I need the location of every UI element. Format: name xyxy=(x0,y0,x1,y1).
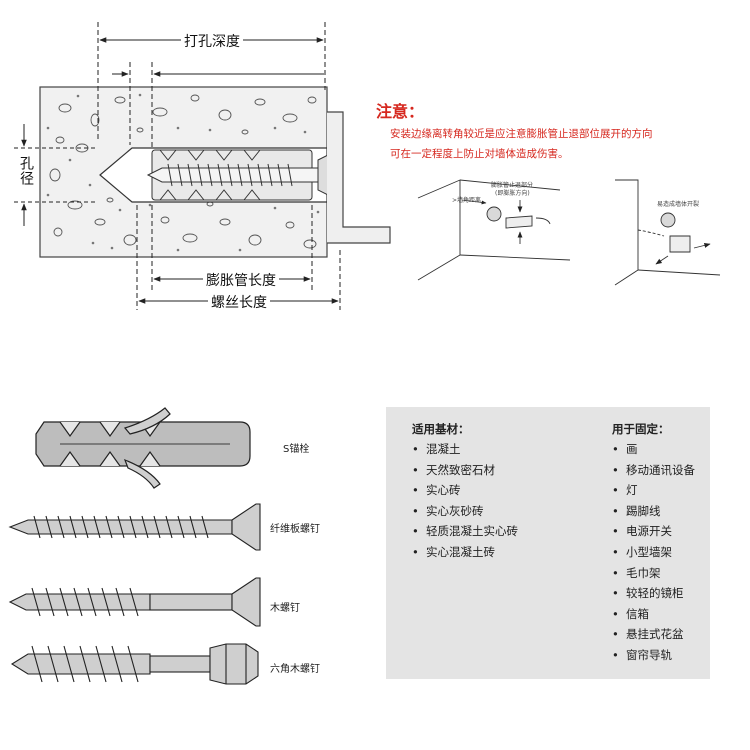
fixing-use-item: •信箱 xyxy=(612,606,649,621)
hex-wood-screw-icon xyxy=(10,643,259,685)
substrate-item: •实心混凝土砖 xyxy=(412,544,495,559)
sketch-label-crack: 易造成墙体开裂 xyxy=(657,201,700,208)
fixing-use-item: •毛巾架 xyxy=(612,565,661,580)
fixing-use-item: •移动通讯设备 xyxy=(612,462,695,477)
note-line-1: 安装边缘离转角较近是应注意膨胀管止退部位展开的方向 xyxy=(390,128,653,140)
substrates-title: 适用基材： xyxy=(412,422,470,436)
substrate-item: •混凝土 xyxy=(412,442,461,456)
fastener-label-s-anchor: S锚栓 xyxy=(283,444,310,455)
sketch-label-distance: >墙角距离 xyxy=(452,197,482,204)
fastener-label-wood-screw: 木螺钉 xyxy=(270,603,300,614)
fixing-use-item: •踢脚线 xyxy=(612,503,661,518)
note-title: 注意： xyxy=(376,102,425,121)
expansion-tube-length-label: 膨胀管长度 xyxy=(203,270,279,290)
fixing-use-item: •窗帘导轨 xyxy=(612,647,672,662)
info-panel: 适用基材： •混凝土 •天然致密石材 •实心砖 •实心灰砂砖 •轻质混凝土实心砖… xyxy=(386,407,710,679)
note-line-2: 可在一定程度上防止对墙体造成伤害。 xyxy=(390,148,569,160)
drill-depth-label: 打孔深度 xyxy=(181,31,243,51)
fixing-use-item: •电源开关 xyxy=(612,524,672,539)
fixing-uses-list: •画 •移动通讯设备 •灯 •踢脚线 •电源开关 •小型墙架 •毛巾架 •较轻的… xyxy=(612,439,695,666)
fixed-bracket xyxy=(327,111,391,244)
substrates-section: 适用基材： •混凝土 •天然致密石材 •实心砖 •实心灰砂砖 •轻质混凝土实心砖… xyxy=(412,421,518,563)
fasteners-illustration xyxy=(8,407,261,685)
fixing-use-item: •灯 xyxy=(612,483,638,498)
fixing-uses-section: 用于固定： •画 •移动通讯设备 •灯 •踢脚线 •电源开关 •小型墙架 •毛巾… xyxy=(612,421,695,666)
hole-diameter-label: 孔径 xyxy=(18,156,34,186)
s-anchor-icon xyxy=(35,407,251,489)
corner-sketch-correct xyxy=(417,179,571,281)
sketch-label-tube: 膨胀管止退部分 xyxy=(491,182,534,189)
fastener-label-hex-wood-screw: 六角木螺钉 xyxy=(270,664,320,675)
fiberboard-screw-icon xyxy=(8,503,261,551)
fixing-uses-title: 用于固定： xyxy=(612,422,670,436)
fixing-use-item: •较轻的镜柜 xyxy=(612,586,684,601)
sketch-label-direction: (即膨胀方向) xyxy=(495,190,530,197)
fixing-use-item: •小型墙架 xyxy=(612,544,672,559)
substrates-list: •混凝土 •天然致密石材 •实心砖 •实心灰砂砖 •轻质混凝土实心砖 •实心混凝… xyxy=(412,439,518,563)
fixing-use-item: •画 xyxy=(612,442,638,456)
substrate-item: •实心砖 xyxy=(412,483,461,498)
installation-diagram xyxy=(14,22,721,310)
substrate-item: •天然致密石材 xyxy=(412,462,495,477)
substrate-item: •轻质混凝土实心砖 xyxy=(412,524,518,539)
fastener-label-fiberboard-screw: 纤维板螺钉 xyxy=(270,524,320,535)
wood-screw-icon xyxy=(8,577,261,627)
corner-sketch-wrong xyxy=(614,179,721,286)
screw-length-label: 螺丝长度 xyxy=(208,292,270,312)
fixing-use-item: •悬挂式花盆 xyxy=(612,627,684,642)
substrate-item: •实心灰砂砖 xyxy=(412,503,484,518)
